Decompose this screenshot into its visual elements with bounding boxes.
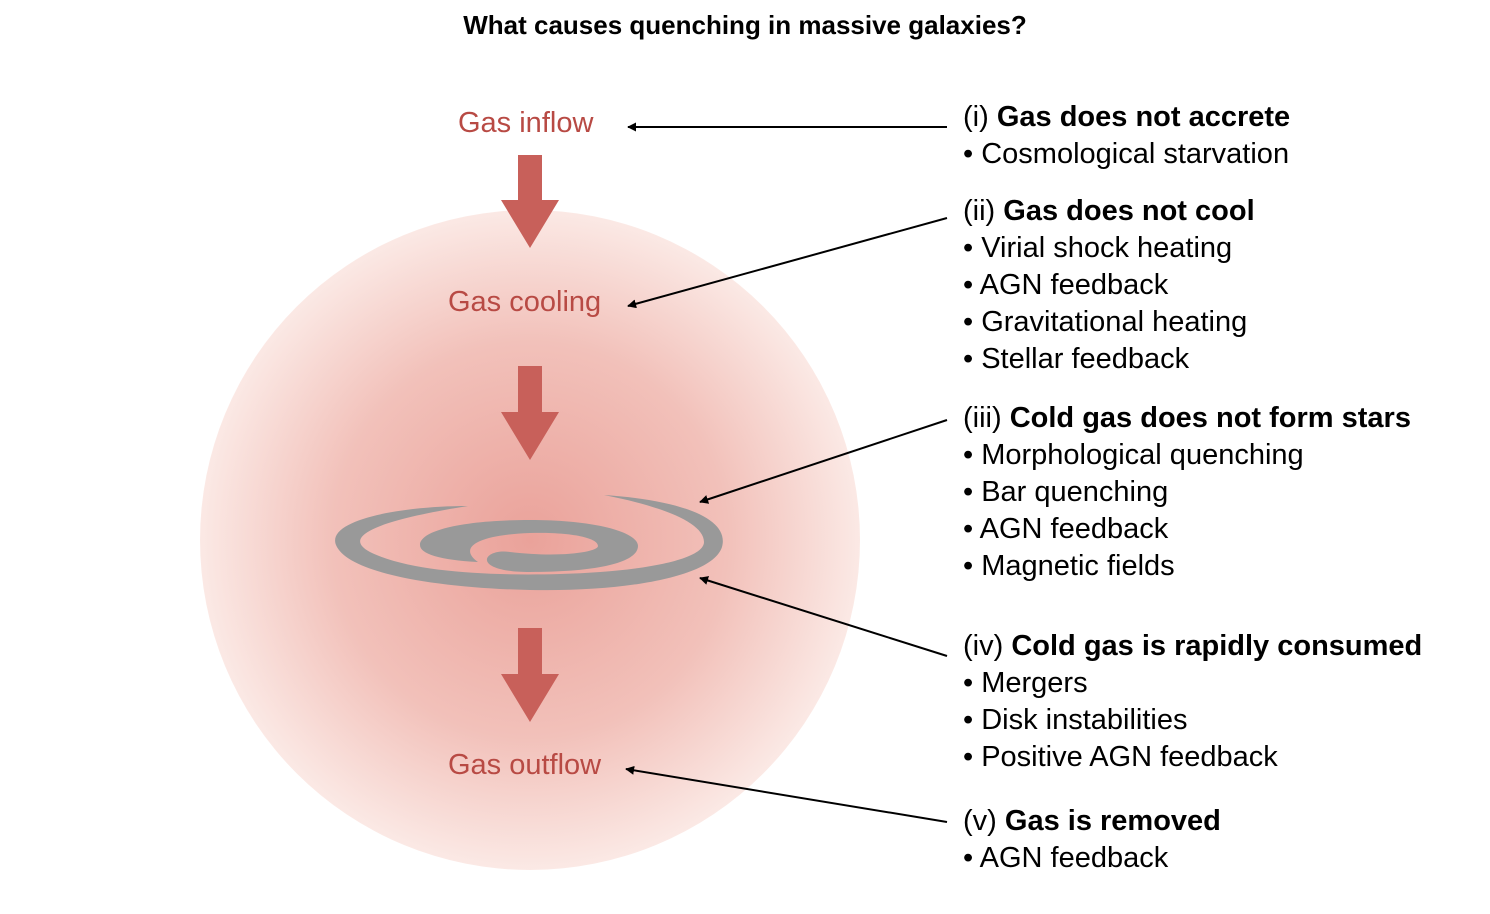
cause-item: • Morphological quenching (963, 439, 1304, 471)
cause-i: (i) Gas does not accrete • Cosmological … (963, 99, 1290, 173)
cause-item: • Positive AGN feedback (963, 741, 1278, 773)
cause-item: • Magnetic fields (963, 550, 1175, 582)
pointer-arrow-iii (699, 419, 948, 504)
cause-heading: (v) Gas is removed (963, 803, 1221, 840)
gas-cooling-label: Gas cooling (448, 286, 602, 318)
flow-arrow-disk-to-outflow (501, 628, 559, 722)
flow-arrow-inflow-to-cooling (501, 155, 559, 248)
cause-heading: (i) Gas does not accrete (963, 99, 1290, 136)
diagram-title: What causes quenching in massive galaxie… (463, 10, 1027, 40)
cause-title: Cold gas is rapidly consumed (1011, 630, 1423, 662)
cause-item: • AGN feedback (963, 513, 1169, 545)
cause-ii: (ii) Gas does not cool • Virial shock he… (963, 193, 1255, 378)
cause-heading: (iv) Cold gas is rapidly consumed (963, 628, 1422, 665)
cause-heading: (iii) Cold gas does not form stars (963, 400, 1411, 437)
cause-v: (v) Gas is removed • AGN feedback (963, 803, 1221, 877)
cause-item: • Virial shock heating (963, 232, 1233, 264)
cause-item: • Bar quenching (963, 476, 1169, 508)
cause-number: (iii) (963, 402, 1002, 434)
cause-item: • AGN feedback (963, 842, 1169, 874)
cause-number: (i) (963, 101, 989, 133)
cause-item: • Mergers (963, 667, 1088, 699)
gas-outflow-label: Gas outflow (448, 749, 602, 781)
cause-iv: (iv) Cold gas is rapidly consumed • Merg… (963, 628, 1422, 776)
cause-number: (v) (963, 805, 997, 837)
gas-inflow-label: Gas inflow (458, 107, 594, 139)
cause-title: Gas does not accrete (996, 101, 1291, 133)
cause-item: • Disk instabilities (963, 704, 1188, 736)
cause-item: • Stellar feedback (963, 343, 1190, 375)
pointer-arrow-iv (699, 576, 948, 657)
cause-iii: (iii) Cold gas does not form stars • Mor… (963, 400, 1411, 585)
pointer-arrow-ii (627, 217, 948, 309)
cause-item: • Cosmological starvation (963, 138, 1290, 170)
pointer-arrow-v (625, 765, 948, 823)
cause-title: Gas is removed (1004, 805, 1221, 837)
flow-arrow-cooling-to-disk (501, 366, 559, 460)
cause-title: Cold gas does not form stars (1009, 402, 1411, 434)
cause-title: Gas does not cool (1003, 195, 1255, 227)
cause-item: • Gravitational heating (963, 306, 1248, 338)
cause-item: • AGN feedback (963, 269, 1169, 301)
cause-number: (iv) (963, 630, 1004, 662)
cause-heading: (ii) Gas does not cool (963, 193, 1255, 230)
halo-sphere (200, 210, 860, 870)
cause-number: (ii) (963, 195, 996, 227)
spiral-galaxy-icon (335, 495, 723, 591)
